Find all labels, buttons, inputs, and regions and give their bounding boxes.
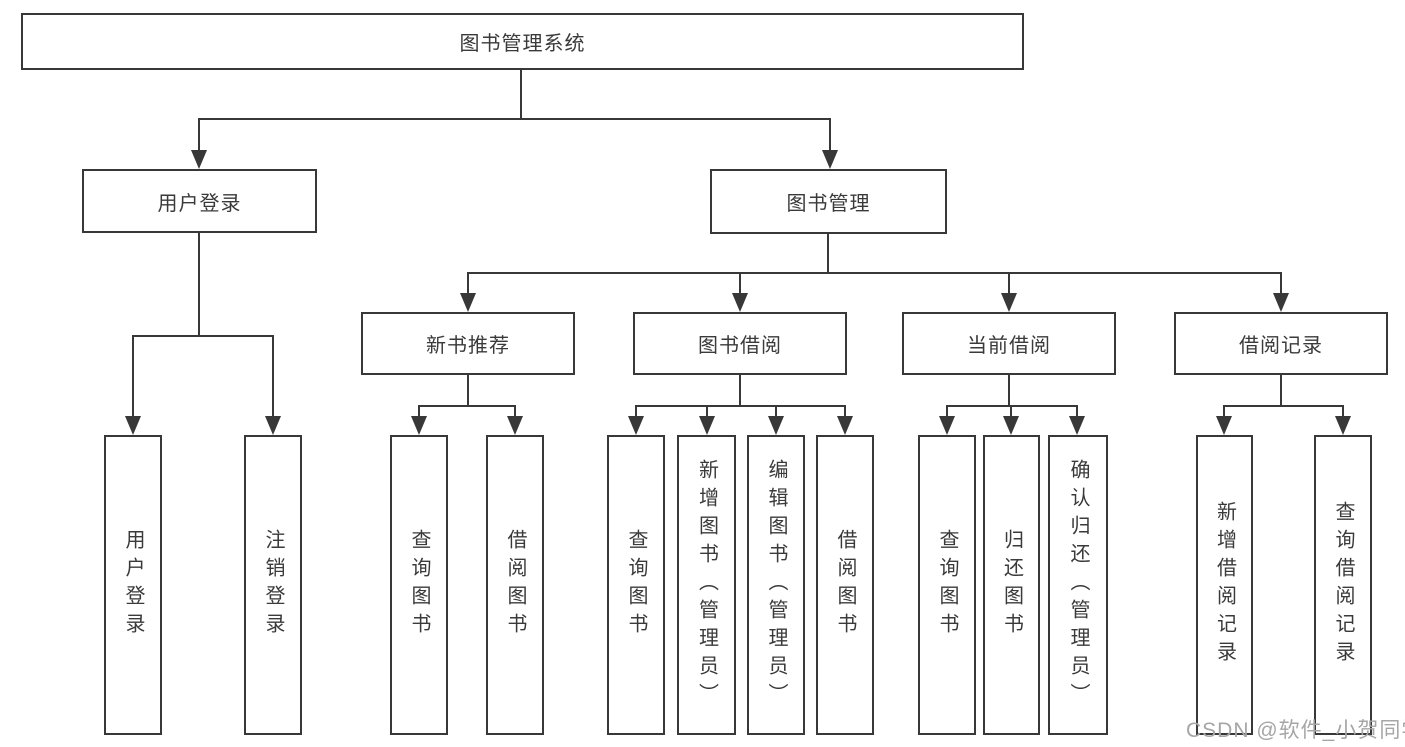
connector-line	[827, 234, 829, 274]
leaf-query-books-recommend: 查询图书	[390, 435, 448, 735]
leaf-query-books-borrowing-label: 查询图书	[625, 529, 647, 641]
connector-arrowhead	[125, 416, 141, 435]
connector-line	[467, 375, 469, 407]
leaf-query-books-current: 查询图书	[918, 435, 976, 735]
connector-arrowhead	[411, 416, 427, 435]
connector-arrowhead	[191, 150, 207, 169]
connector-line	[1076, 405, 1078, 421]
connector-line	[520, 70, 522, 119]
leaf-confirm-return-admin: 确认归还（管理员）	[1048, 435, 1108, 735]
connector-line	[946, 405, 1078, 407]
connector-line	[739, 272, 741, 297]
connector-arrowhead	[939, 416, 955, 435]
connector-line	[1223, 405, 1225, 421]
leaf-query-books-current-label: 查询图书	[936, 529, 958, 641]
leaf-add-borrow-record-label: 新增借阅记录	[1213, 501, 1236, 669]
node-borrowing-records: 借阅记录	[1174, 312, 1388, 375]
leaf-logout: 注销登录	[244, 435, 302, 735]
leaf-borrow-books-recommend-label: 借阅图书	[504, 529, 526, 641]
connector-line	[418, 405, 516, 407]
connector-arrowhead	[1001, 293, 1017, 312]
leaf-confirm-return-admin-label: 确认归还（管理员）	[1067, 459, 1089, 711]
connector-line	[1223, 405, 1344, 407]
leaf-borrow-books-borrowing-label: 借阅图书	[834, 529, 856, 641]
leaf-borrow-books-borrowing: 借阅图书	[816, 435, 874, 735]
connector-arrowhead	[1335, 416, 1351, 435]
connector-line	[1008, 272, 1010, 297]
leaf-return-books: 归还图书	[983, 435, 1040, 735]
connector-arrowhead	[699, 416, 715, 435]
connector-line	[1342, 405, 1344, 421]
node-user-login-label: 用户登录	[157, 192, 242, 215]
node-new-book-recommend: 新书推荐	[361, 312, 575, 375]
connector-line	[198, 118, 831, 120]
connector-arrowhead	[1216, 416, 1232, 435]
leaf-edit-books-admin-label: 编辑图书（管理员）	[765, 459, 787, 711]
node-borrowing-records-label: 借阅记录	[1239, 335, 1323, 357]
connector-line	[635, 405, 637, 421]
connector-line	[467, 272, 469, 297]
node-book-management-label: 图书管理	[786, 193, 871, 215]
connector-line	[132, 335, 274, 337]
connector-arrowhead	[460, 293, 476, 312]
leaf-add-borrow-record: 新增借阅记录	[1196, 435, 1253, 735]
connector-line	[1010, 405, 1012, 421]
node-new-book-recommend-label: 新书推荐	[426, 335, 510, 357]
connector-arrowhead	[628, 416, 644, 435]
leaf-query-borrow-record: 查询借阅记录	[1314, 435, 1372, 735]
connector-arrowhead	[732, 293, 748, 312]
connector-line	[1280, 375, 1282, 407]
connector-line	[829, 118, 831, 154]
node-current-borrowing: 当前借阅	[902, 312, 1116, 375]
connector-line	[514, 405, 516, 421]
connector-line	[1280, 272, 1282, 297]
connector-arrowhead	[1003, 416, 1019, 435]
leaf-user-login: 用户登录	[104, 435, 162, 735]
connector-line	[418, 405, 420, 421]
leaf-query-books-recommend-label: 查询图书	[408, 529, 430, 641]
leaf-query-borrow-record-label: 查询借阅记录	[1332, 501, 1354, 669]
node-root-label: 图书管理系统	[459, 33, 586, 55]
leaf-user-login-label: 用户登录	[122, 529, 144, 641]
leaf-borrow-books-recommend: 借阅图书	[486, 435, 544, 735]
leaf-add-books-admin-label: 新增图书（管理员）	[695, 459, 718, 711]
connector-line	[946, 405, 948, 421]
connector-line	[198, 118, 200, 154]
connector-arrowhead	[507, 416, 523, 435]
node-book-borrowing-label: 图书借阅	[698, 335, 782, 357]
leaf-return-books-label: 归还图书	[1000, 529, 1023, 641]
node-book-borrowing: 图书借阅	[633, 312, 847, 375]
connector-arrowhead	[822, 150, 838, 169]
node-user-login: 用户登录	[82, 169, 317, 233]
connector-line	[467, 272, 1282, 274]
connector-line	[739, 375, 741, 407]
connector-arrowhead	[768, 416, 784, 435]
connector-arrowhead	[1069, 416, 1085, 435]
node-current-borrowing-label: 当前借阅	[967, 335, 1051, 357]
node-root-system: 图书管理系统	[21, 13, 1024, 70]
node-book-management: 图书管理	[710, 169, 947, 234]
connector-line	[706, 405, 708, 421]
connector-line	[844, 405, 846, 421]
leaf-add-books-admin: 新增图书（管理员）	[677, 435, 736, 735]
connector-line	[1008, 375, 1010, 407]
csdn-watermark: CSDN @软件_小贺同学	[1186, 719, 1405, 742]
connector-line	[198, 233, 200, 337]
connector-arrowhead	[1273, 293, 1289, 312]
connector-line	[132, 335, 134, 420]
connector-arrowhead	[265, 416, 281, 435]
connector-line	[272, 335, 274, 420]
leaf-edit-books-admin: 编辑图书（管理员）	[747, 435, 805, 735]
connector-line	[635, 405, 846, 407]
connector-line	[775, 405, 777, 421]
leaf-query-books-borrowing: 查询图书	[607, 435, 665, 735]
leaf-logout-label: 注销登录	[262, 529, 284, 641]
connector-arrowhead	[837, 416, 853, 435]
